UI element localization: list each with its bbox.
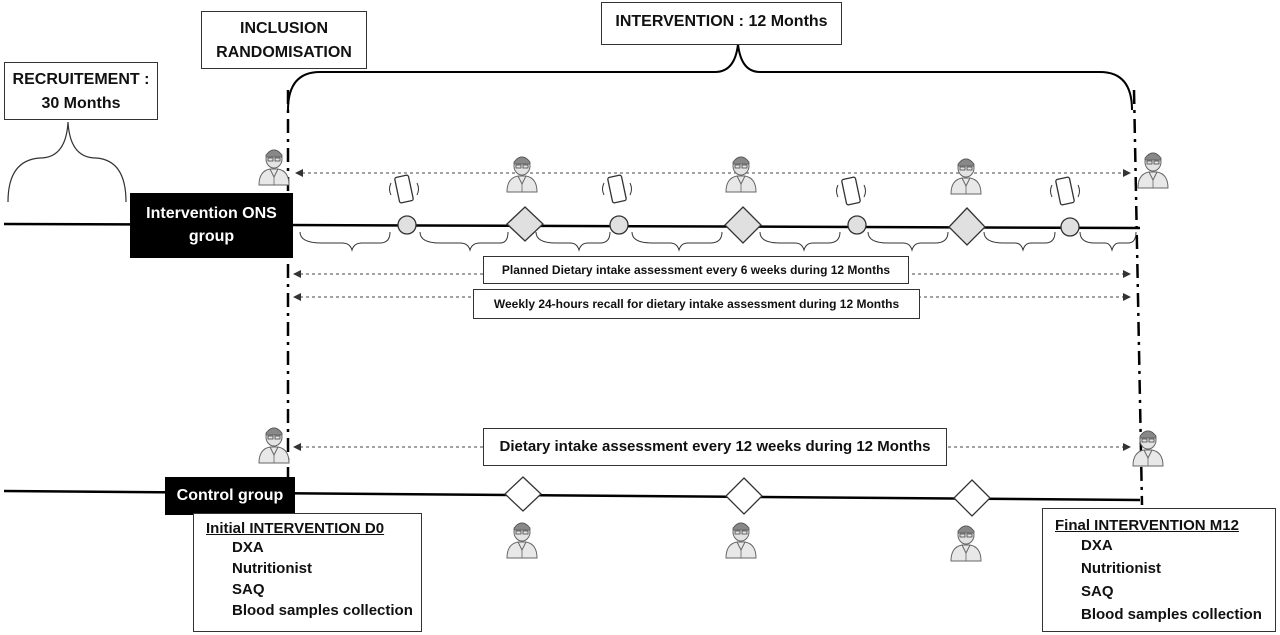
ons-diamond-markers bbox=[506, 206, 986, 246]
circle-call-marker bbox=[847, 215, 867, 235]
intervention-brace bbox=[287, 43, 1133, 111]
final-vertical-line bbox=[1132, 89, 1144, 506]
ons-group-label-2: group bbox=[188, 228, 235, 245]
person-doctor-icon bbox=[258, 427, 290, 464]
randomisation-label: RANDOMISATION bbox=[216, 44, 352, 61]
circle-call-marker bbox=[609, 215, 629, 235]
initial-intervention-box: Initial INTERVENTION D0 DXA Nutritionist… bbox=[193, 513, 422, 632]
intervention-period-box: INTERVENTION : 12 Months bbox=[601, 2, 842, 45]
person-doctor-icon bbox=[506, 522, 538, 559]
diamond-visit-marker bbox=[724, 206, 762, 244]
recruitment-label: RECRUITEMENT : bbox=[12, 71, 150, 88]
final-intervention-title: Final INTERVENTION M12 bbox=[1055, 517, 1239, 534]
final-item-dxa: DXA bbox=[1081, 537, 1113, 554]
ons-group-box: Intervention ONS group bbox=[130, 193, 293, 258]
intervention-period-label: INTERVENTION : 12 Months bbox=[615, 13, 828, 30]
person-doctor-icon bbox=[950, 158, 982, 195]
recruitment-duration: 30 Months bbox=[41, 95, 121, 112]
person-doctor-icon bbox=[725, 522, 757, 559]
final-item-saq: SAQ bbox=[1081, 583, 1114, 600]
ons-group-label: Intervention ONS bbox=[146, 205, 277, 222]
control-group-box: Control group bbox=[165, 477, 295, 515]
final-intervention-box: Final INTERVENTION M12 DXA Nutritionist … bbox=[1042, 508, 1276, 632]
control-group-label: Control group bbox=[176, 487, 284, 504]
circle-call-marker bbox=[1060, 217, 1080, 237]
circle-call-marker bbox=[397, 215, 417, 235]
person-doctor-icon bbox=[950, 525, 982, 562]
inclusion-label: INCLUSION bbox=[240, 20, 328, 37]
recruitment-box: RECRUITEMENT : 30 Months bbox=[4, 62, 158, 120]
weekly-recall-label: Weekly 24-hours recall for dietary intak… bbox=[473, 289, 920, 319]
person-doctor-icon bbox=[1132, 430, 1164, 467]
person-doctor-icon bbox=[1137, 152, 1169, 189]
diamond-visit-marker bbox=[953, 479, 991, 517]
final-item-blood: Blood samples collection bbox=[1081, 606, 1262, 623]
initial-intervention-title: Initial INTERVENTION D0 bbox=[206, 520, 385, 537]
recruitment-brace bbox=[7, 121, 127, 203]
initial-item-blood: Blood samples collection bbox=[232, 602, 413, 619]
diamond-visit-marker bbox=[506, 206, 544, 242]
diamond-visit-marker bbox=[948, 207, 986, 246]
diamond-visit-marker bbox=[725, 477, 763, 515]
initial-item-saq: SAQ bbox=[232, 581, 265, 598]
phone-vibrating-icon bbox=[1049, 176, 1081, 206]
phone-vibrating-icon bbox=[601, 174, 633, 204]
person-doctor-icon bbox=[725, 156, 757, 193]
control-dietary-label: Dietary intake assessment every 12 weeks… bbox=[483, 428, 947, 466]
person-doctor-icon bbox=[258, 149, 290, 186]
phone-vibrating-icon bbox=[388, 174, 420, 204]
inclusion-box: INCLUSION RANDOMISATION bbox=[201, 11, 367, 69]
initial-item-nutritionist: Nutritionist bbox=[232, 560, 312, 577]
planned-dietary-label: Planned Dietary intake assessment every … bbox=[483, 256, 909, 284]
ons-sub-braces bbox=[299, 231, 1137, 252]
phone-vibrating-icon bbox=[835, 176, 867, 206]
control-diamond-markers bbox=[504, 476, 991, 517]
final-item-nutritionist: Nutritionist bbox=[1081, 560, 1161, 577]
initial-item-dxa: DXA bbox=[232, 539, 264, 556]
person-doctor-icon bbox=[506, 156, 538, 193]
diamond-visit-marker bbox=[504, 476, 542, 512]
ons-circle-markers bbox=[397, 215, 1080, 237]
